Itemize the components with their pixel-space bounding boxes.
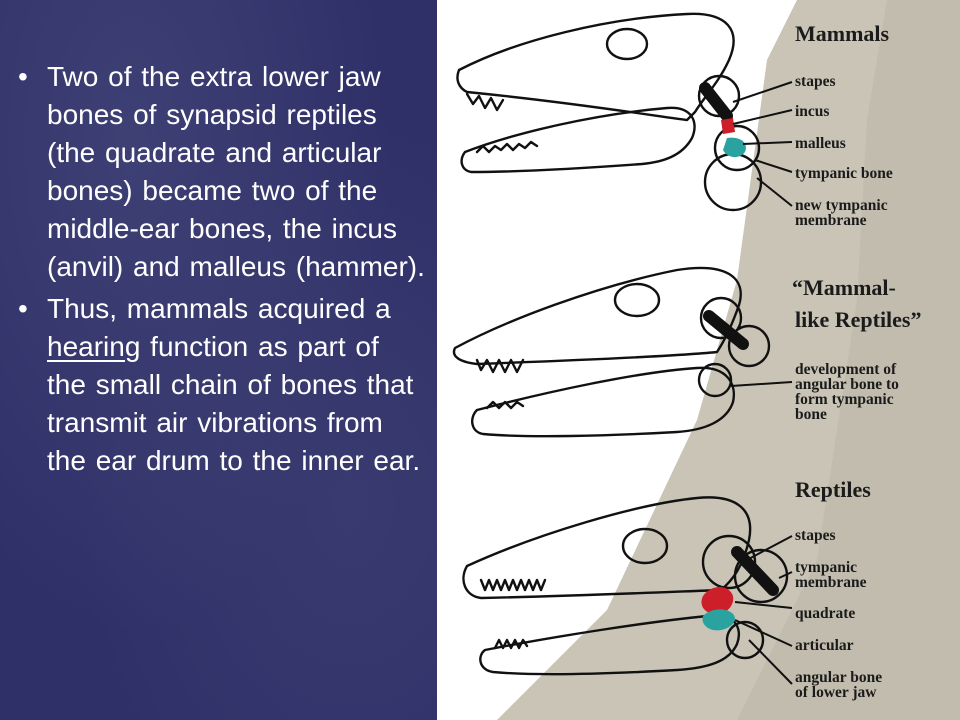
- mammal-like-label-line4: bone: [795, 406, 827, 423]
- bullet-text-part: Thus, mammals acquired a: [47, 293, 391, 324]
- diagram-panel: Mammals stapes incus malleus tympanic bo…: [437, 0, 960, 720]
- bullet-item: • Two of the extra lower jaw bones of sy…: [0, 58, 437, 286]
- mammals-label-malleus: malleus: [795, 135, 846, 152]
- bullet-list: • Two of the extra lower jaw bones of sy…: [0, 58, 437, 484]
- bullet-dot-icon: •: [18, 293, 28, 324]
- mammal-like-label-line1: development of: [795, 361, 897, 378]
- reptiles-label-tympanic: tympanic: [795, 559, 857, 576]
- reptiles-label-quadrate: quadrate: [795, 605, 856, 622]
- reptile-quadrate: [701, 587, 734, 615]
- mammals-heading: Mammals: [795, 21, 890, 46]
- mammal-like-label-line3: form tympanic: [795, 391, 894, 408]
- reptiles-heading: Reptiles: [795, 477, 871, 502]
- mammals-label-tympanic-bone: tympanic bone: [795, 165, 893, 182]
- pointer-lines: [730, 81, 793, 685]
- reptiles-label-angular-bone: angular bone: [795, 669, 883, 686]
- mammal-like-label-line2: angular bone to: [795, 376, 899, 393]
- bone-highlights: [699, 82, 779, 631]
- mammal-like-stapes: [703, 310, 749, 350]
- mammals-label-membrane: membrane: [795, 212, 867, 229]
- reptiles-label-lower-jaw: of lower jaw: [795, 684, 877, 701]
- bullet-text-hearing: Thus, mammals acquired a hearing functio…: [47, 290, 427, 480]
- reptile-stapes: [731, 546, 779, 596]
- mammal-like-heading-line1: “Mammal-: [792, 275, 896, 300]
- text-panel: • Two of the extra lower jaw bones of sy…: [0, 0, 437, 720]
- mammal-like-heading-line2: like Reptiles”: [795, 307, 922, 332]
- reptiles-label-stapes: stapes: [795, 527, 836, 544]
- mammal-skull: [456, 12, 763, 212]
- mammals-label-stapes: stapes: [795, 73, 836, 90]
- reptile-articular: [702, 609, 735, 631]
- bullet-text-jaw-bones: Two of the extra lower jaw bones of syna…: [47, 61, 425, 282]
- reptile-skull: [462, 496, 789, 676]
- reptiles-label-membrane: membrane: [795, 574, 867, 591]
- mammals-label-new-tympanic: new tympanic: [795, 197, 888, 214]
- reptiles-label-articular: articular: [795, 637, 854, 654]
- bullet-dot-icon: •: [18, 61, 28, 92]
- bullet-text-part: function as part of the small chain of b…: [47, 331, 421, 476]
- mammal-incus: [721, 118, 735, 134]
- skull-diagram: [437, 0, 960, 720]
- mammal-stapes: [699, 82, 733, 122]
- hearing-link[interactable]: hearing: [47, 331, 141, 362]
- mammals-label-incus: incus: [795, 103, 830, 120]
- bullet-item: • Thus, mammals acquired a hearing funct…: [0, 290, 437, 480]
- mammal-malleus: [723, 137, 746, 158]
- mammal-like-reptile-skull: [452, 266, 771, 438]
